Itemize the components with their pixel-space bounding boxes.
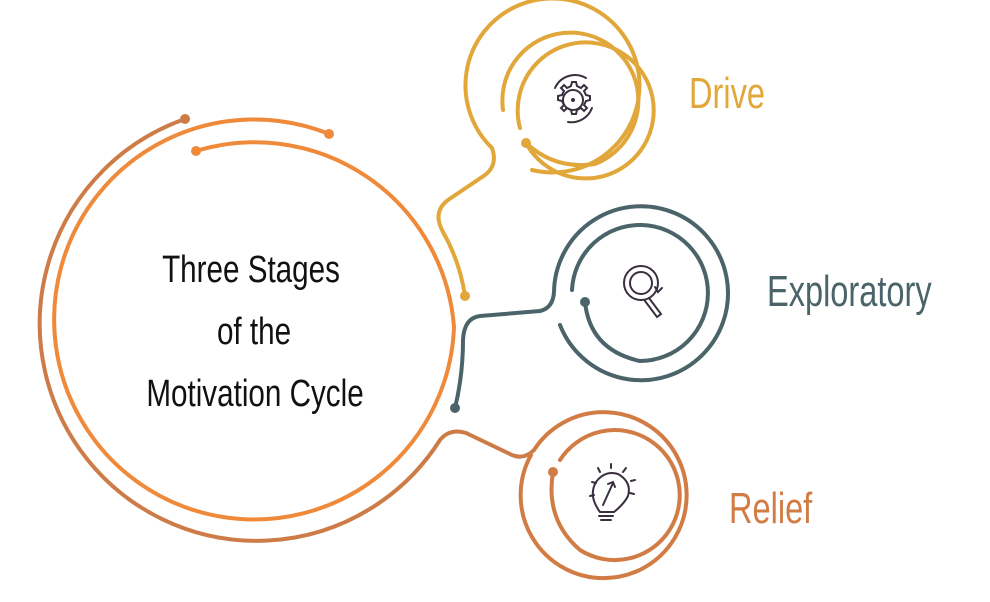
drive-inner-ring <box>515 40 656 181</box>
relief-outer-ring <box>518 410 689 581</box>
stage-label-drive: Drive <box>689 69 765 118</box>
gear-icon <box>554 74 593 124</box>
inner-ring-dot-end <box>324 129 334 139</box>
drive-connector-dot <box>460 291 470 301</box>
inner-ring <box>52 117 457 522</box>
stage-label-relief: Relief <box>729 484 812 533</box>
drive-connector <box>436 0 642 298</box>
drive-dot <box>521 138 531 148</box>
title-line-3: Motivation Cycle <box>146 373 363 415</box>
exploratory-connector-dot <box>450 403 460 413</box>
exploratory-dot <box>580 297 590 307</box>
diagram-title: Three Stages of the Motivation Cycle <box>146 249 363 415</box>
exploratory-inner-ring <box>570 223 710 364</box>
drive-inner-arc <box>500 30 641 168</box>
lightbulb-icon <box>589 463 636 521</box>
inner-ring-dot-start <box>191 146 201 156</box>
stage-label-exploratory: Exploratory <box>767 267 932 316</box>
outer-ring <box>37 117 536 543</box>
relief-dot <box>548 467 558 477</box>
title-line-2: of the <box>217 311 291 353</box>
relief-inner-ring <box>549 428 682 562</box>
magnifier-refresh-icon <box>623 265 663 319</box>
outer-ring-dot <box>180 114 190 124</box>
exploratory-connector <box>453 204 730 410</box>
title-line-1: Three Stages <box>162 249 340 291</box>
